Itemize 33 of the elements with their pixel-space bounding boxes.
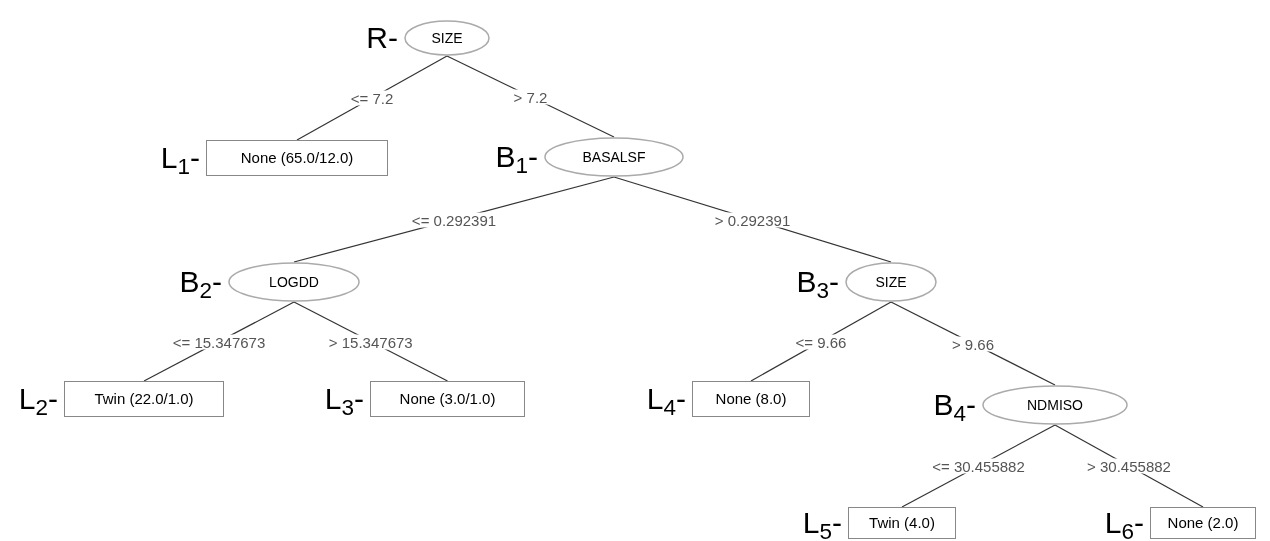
decision-ellipse (404, 20, 490, 56)
leaf-box (370, 381, 525, 417)
decision-ellipse (845, 262, 937, 302)
decision-ellipse (982, 385, 1128, 425)
node-marker: B$_{3}$- (796, 267, 839, 297)
leaf-label: Twin (22.0/1.0) (94, 388, 194, 409)
attribute-name: NDMISO (1027, 395, 1083, 415)
node-marker: L$_{1}$- (160, 143, 200, 173)
node-marker: B$_{1}$- (495, 142, 538, 172)
attribute-name: SIZE (875, 272, 907, 292)
node-marker: L$_{4}$- (646, 384, 686, 414)
node-marker: L$_{6}$- (1104, 508, 1144, 538)
leaf-label: Twin (4.0) (869, 512, 935, 533)
attribute-name: SIZE (431, 28, 463, 48)
node-marker: L$_{3}$- (324, 384, 364, 414)
leaf-box (1150, 507, 1256, 539)
decision-ellipse (544, 137, 684, 177)
attribute-name: LOGDD (269, 272, 319, 292)
node-marker: L$_{5}$- (802, 508, 842, 538)
node-marker: B$_{2}$- (179, 267, 222, 297)
leaf-box (848, 507, 956, 539)
leaf-label: None (3.0/1.0) (399, 388, 496, 409)
leaf-label: None (8.0) (715, 388, 787, 409)
leaf-label: None (2.0) (1167, 512, 1239, 533)
attribute-name: BASALSF (582, 147, 646, 167)
leaf-label: None (65.0/12.0) (240, 147, 354, 168)
node-marker: B$_{4}$- (933, 390, 976, 420)
leaf-box (692, 381, 810, 417)
node-marker: R- (366, 23, 398, 53)
decision-ellipse (228, 262, 360, 302)
leaf-box (64, 381, 224, 417)
leaf-box (206, 140, 388, 176)
node-marker: L$_{2}$- (18, 384, 58, 414)
